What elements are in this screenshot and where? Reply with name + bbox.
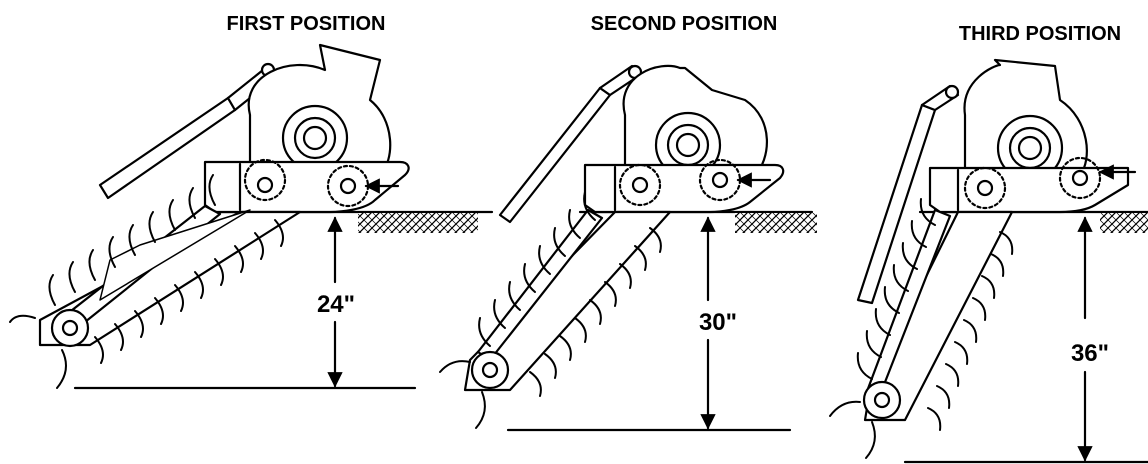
ground-soil [358, 213, 478, 233]
panel-second [439, 64, 817, 432]
panel-title-third: THIRD POSITION [959, 23, 1121, 45]
ground-soil [735, 213, 817, 233]
boom-shoe [583, 163, 785, 214]
panel-title-second: SECOND POSITION [591, 13, 778, 35]
ground-soil [1100, 213, 1148, 233]
depth-label-first: 24" [317, 291, 355, 318]
depth-label-third: 36" [1071, 340, 1109, 367]
panel-title-first: FIRST POSITION [227, 13, 386, 35]
panel-third [829, 58, 1148, 464]
panel-first [9, 43, 494, 390]
depth-label-second: 30" [699, 309, 737, 336]
boom-shoe [203, 160, 410, 214]
boom-shoe [928, 166, 1130, 214]
